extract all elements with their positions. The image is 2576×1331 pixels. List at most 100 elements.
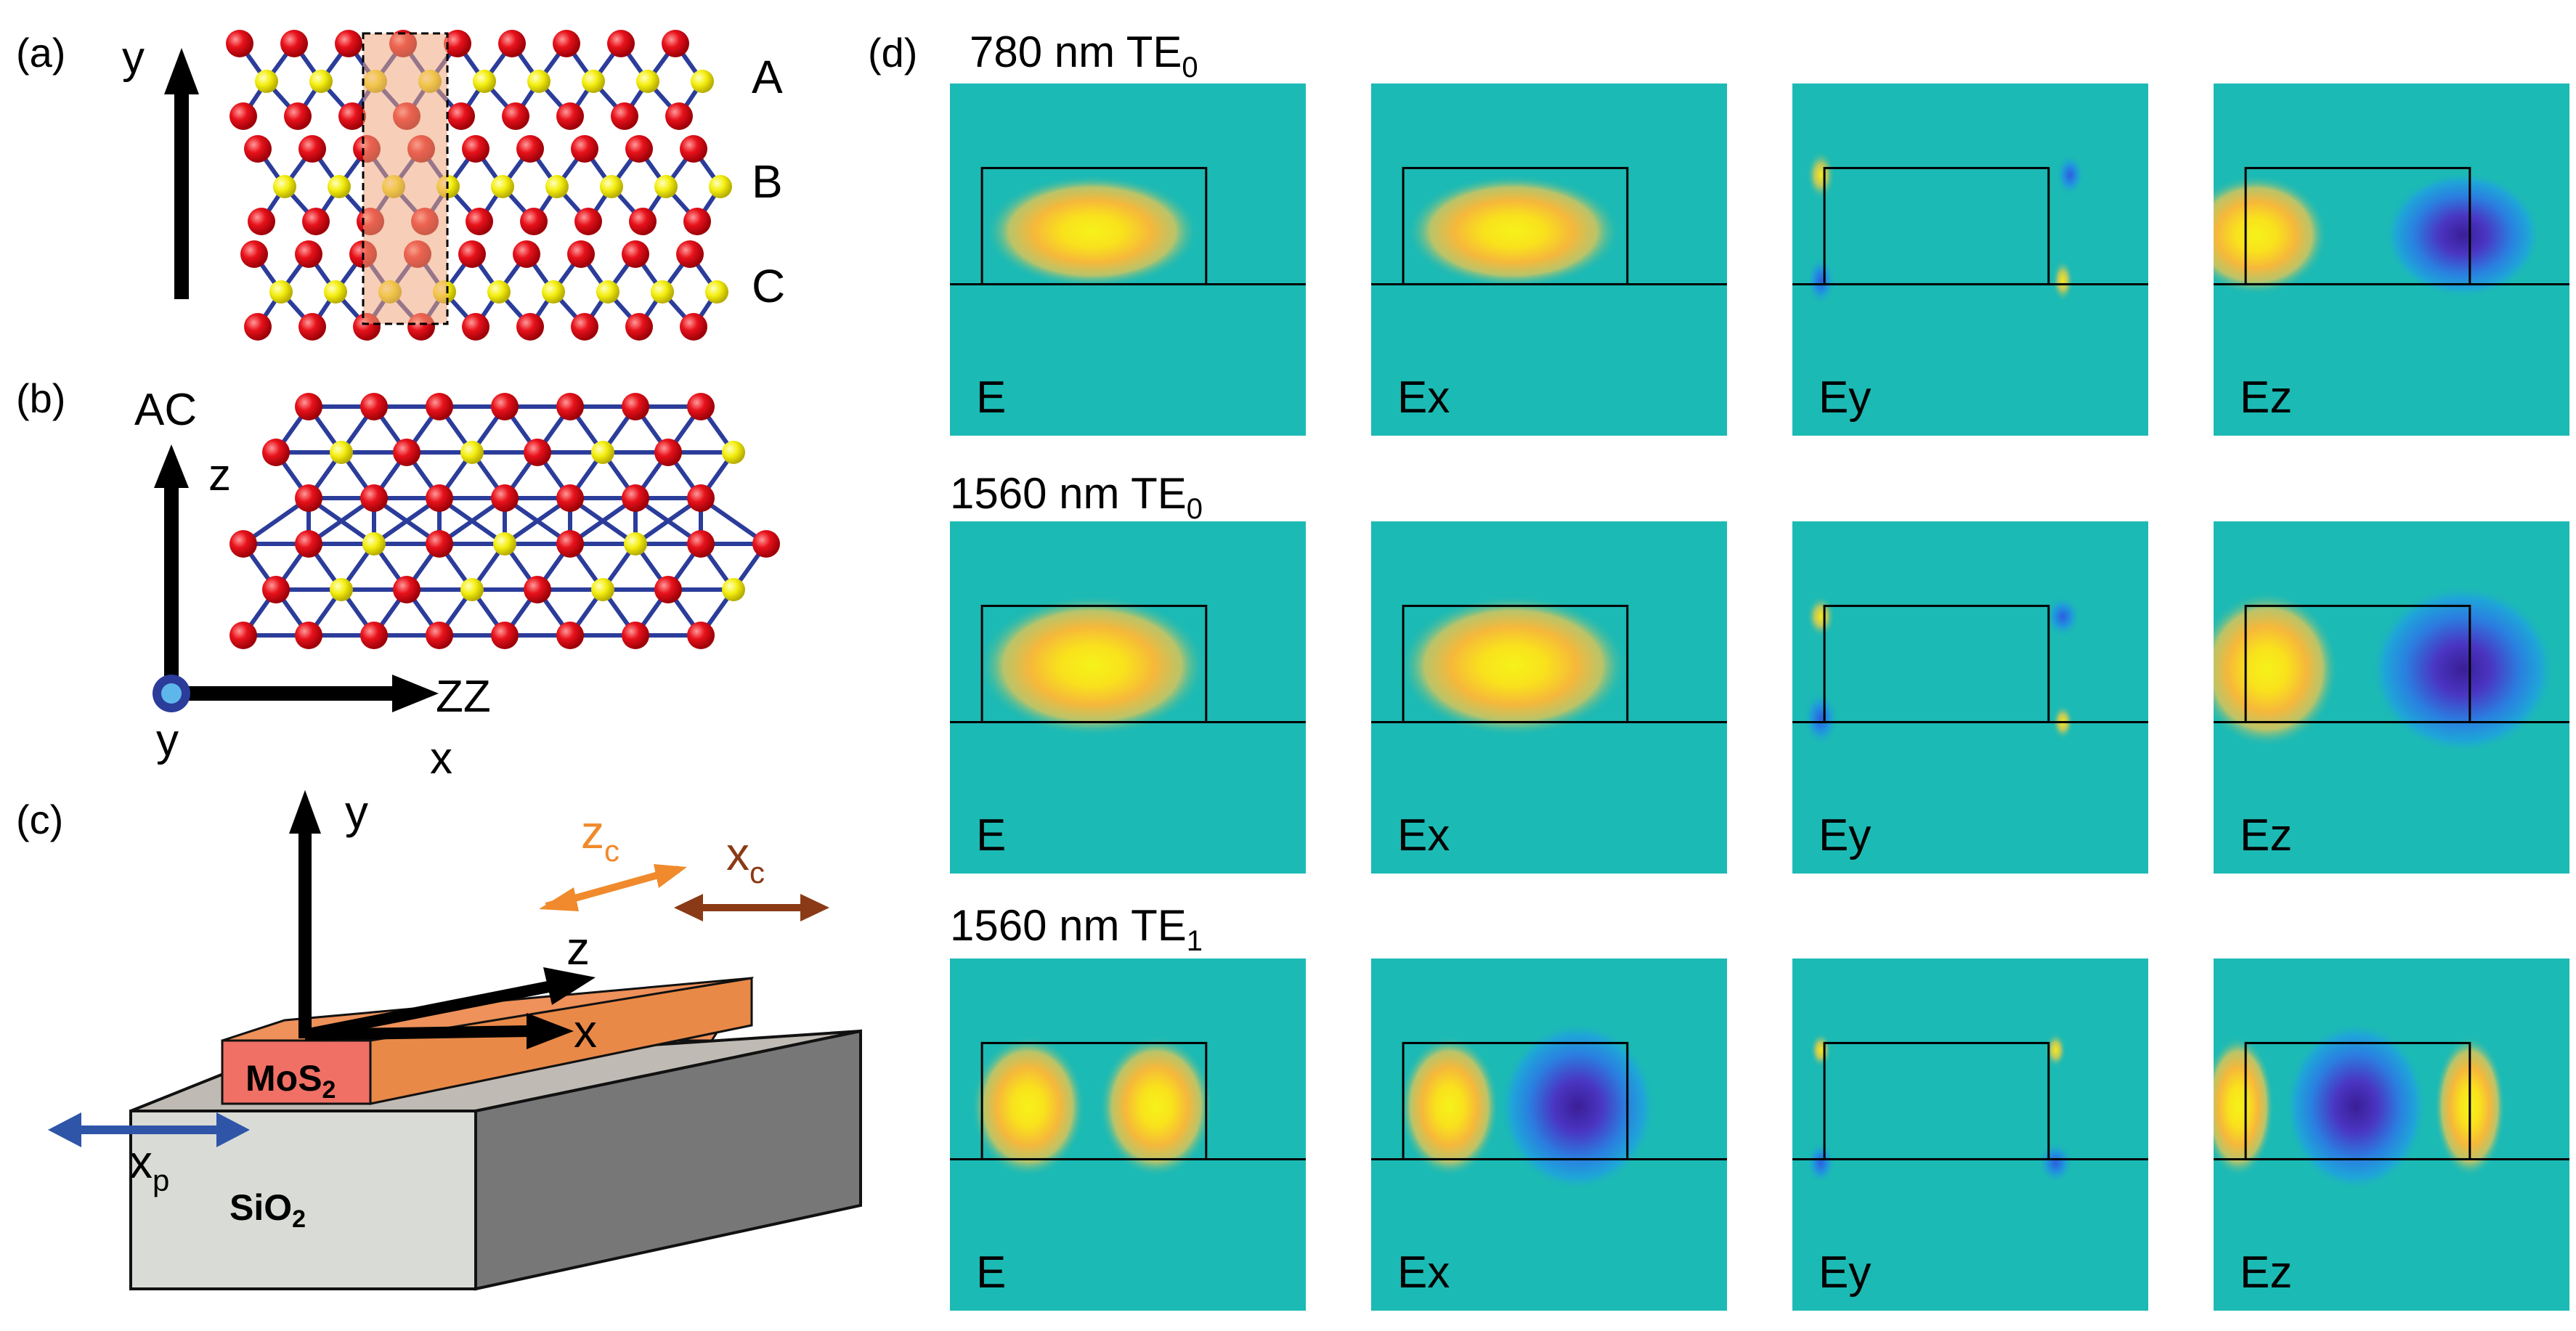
sulfur-atom [426, 484, 453, 512]
component-label: Ex [1397, 1247, 1450, 1298]
molybdenum-atom [654, 175, 678, 198]
sulfur-atom [295, 622, 322, 649]
sulfur-atom [571, 313, 598, 341]
xp-label: xp [129, 1136, 169, 1197]
molybdenum-atom [582, 70, 605, 93]
sulfur-atom [524, 576, 551, 603]
sulfur-atom [426, 622, 453, 649]
sulfur-atom [622, 484, 649, 512]
atoms [226, 30, 732, 341]
sulfur-atom [574, 208, 602, 235]
sulfur-atom [244, 135, 272, 163]
sulfur-atom [520, 208, 548, 235]
component-label: Ez [2240, 1247, 2292, 1298]
molybdenum-atom [487, 280, 511, 304]
sulfur-atom [295, 484, 322, 512]
component-label: Ez [2240, 373, 2292, 423]
molybdenum-atom [460, 441, 484, 464]
sulfur-atom [426, 530, 453, 558]
sulfur-atom [676, 240, 704, 268]
mos2-label: MoS2 [245, 1058, 336, 1104]
sulfur-atom [516, 313, 544, 341]
sulfur-atom [553, 30, 580, 57]
component-label: Ex [1397, 373, 1450, 423]
sulfur-atom [662, 30, 689, 57]
sulfur-atom [556, 622, 584, 649]
molybdenum-atom [691, 70, 714, 93]
sulfur-atom [295, 240, 322, 268]
ac-label: AC [134, 385, 197, 435]
sulfur-atom [335, 30, 362, 57]
sulfur-atom [556, 530, 584, 558]
sulfur-atom [524, 439, 551, 466]
component-label: Ez [2240, 810, 2292, 860]
sulfur-atom [687, 484, 715, 512]
mode-map-ex-row-1: Ex [1371, 84, 1727, 436]
c-z-arrowhead [543, 967, 596, 1005]
sulfur-atom [302, 208, 330, 235]
field-intensity [2214, 171, 2541, 298]
c-y-label: y [345, 786, 368, 838]
sulfur-atom [571, 135, 598, 163]
molybdenum-atom [596, 280, 619, 304]
row-title-2: 1560 nm TE0 [950, 469, 1203, 525]
field-intensity [1806, 150, 2084, 306]
c-x-label: x [574, 1005, 597, 1057]
field-intensity [2214, 1022, 2506, 1192]
sulfur-atom [338, 102, 366, 130]
sulfur-atom [687, 622, 715, 649]
panel-a-label: (a) [16, 30, 65, 76]
molybdenum-atom [527, 70, 550, 93]
xc-label: xc [726, 828, 765, 890]
mode-map-e-row-3: E [950, 958, 1306, 1311]
unit-cell-highlight [362, 32, 449, 325]
sulfur-atom [229, 102, 257, 130]
molybdenum-atom [636, 70, 659, 93]
field-intensity [1806, 1032, 2074, 1184]
mode-map-ex-row-3: Ex [1371, 958, 1727, 1311]
mode-map-ez-row-2: Ez [2214, 521, 2569, 874]
mode-map-ey-row-2: Ey [1792, 521, 2148, 874]
layer-label-c: C [752, 260, 785, 312]
sulfur-atom [687, 393, 715, 420]
sulfur-atom [752, 530, 780, 558]
molybdenum-atom [330, 441, 353, 464]
atoms [229, 393, 780, 649]
panel-c-label: (c) [16, 797, 63, 842]
c-y-arrowhead [289, 790, 321, 834]
molybdenum-atom [542, 280, 565, 304]
molybdenum-atom [255, 70, 278, 93]
zz-axis-arrowhead [392, 675, 439, 712]
y-label: y [156, 715, 179, 765]
sulfur-atom [360, 393, 388, 420]
molybdenum-atom [309, 70, 333, 93]
sulfur-atom [360, 622, 388, 649]
mode-map-e-row-2: E [950, 521, 1306, 874]
sulfur-atom [226, 30, 253, 57]
molybdenum-atom [600, 175, 623, 198]
sulfur-atom [680, 313, 707, 341]
panel-d-label: (d) [868, 30, 917, 76]
sulfur-atom [447, 102, 475, 130]
sulfur-atom [298, 313, 326, 341]
molybdenum-atom [460, 578, 484, 601]
sulfur-atom [625, 135, 653, 163]
molybdenum-atom [362, 532, 386, 555]
field-background [1792, 521, 2148, 874]
sulfur-atom [295, 393, 322, 420]
mode-map-ey-row-3: Ey [1792, 958, 2148, 1311]
sulfur-atom [360, 484, 388, 512]
mode-map-ey-row-1: Ey [1792, 84, 2148, 436]
zc-label: zc [581, 806, 619, 868]
c-x-axis [304, 1025, 531, 1041]
sulfur-atom [556, 102, 584, 130]
layer-label-b: B [752, 155, 783, 208]
row-title-1: 780 nm TE0 [970, 28, 1198, 84]
hexagonal-lattice [229, 393, 780, 649]
sulfur-atom [622, 393, 649, 420]
panel-a: (a) y A B C [16, 30, 785, 341]
component-label: E [976, 1247, 1006, 1298]
layered-lattice [226, 30, 732, 341]
